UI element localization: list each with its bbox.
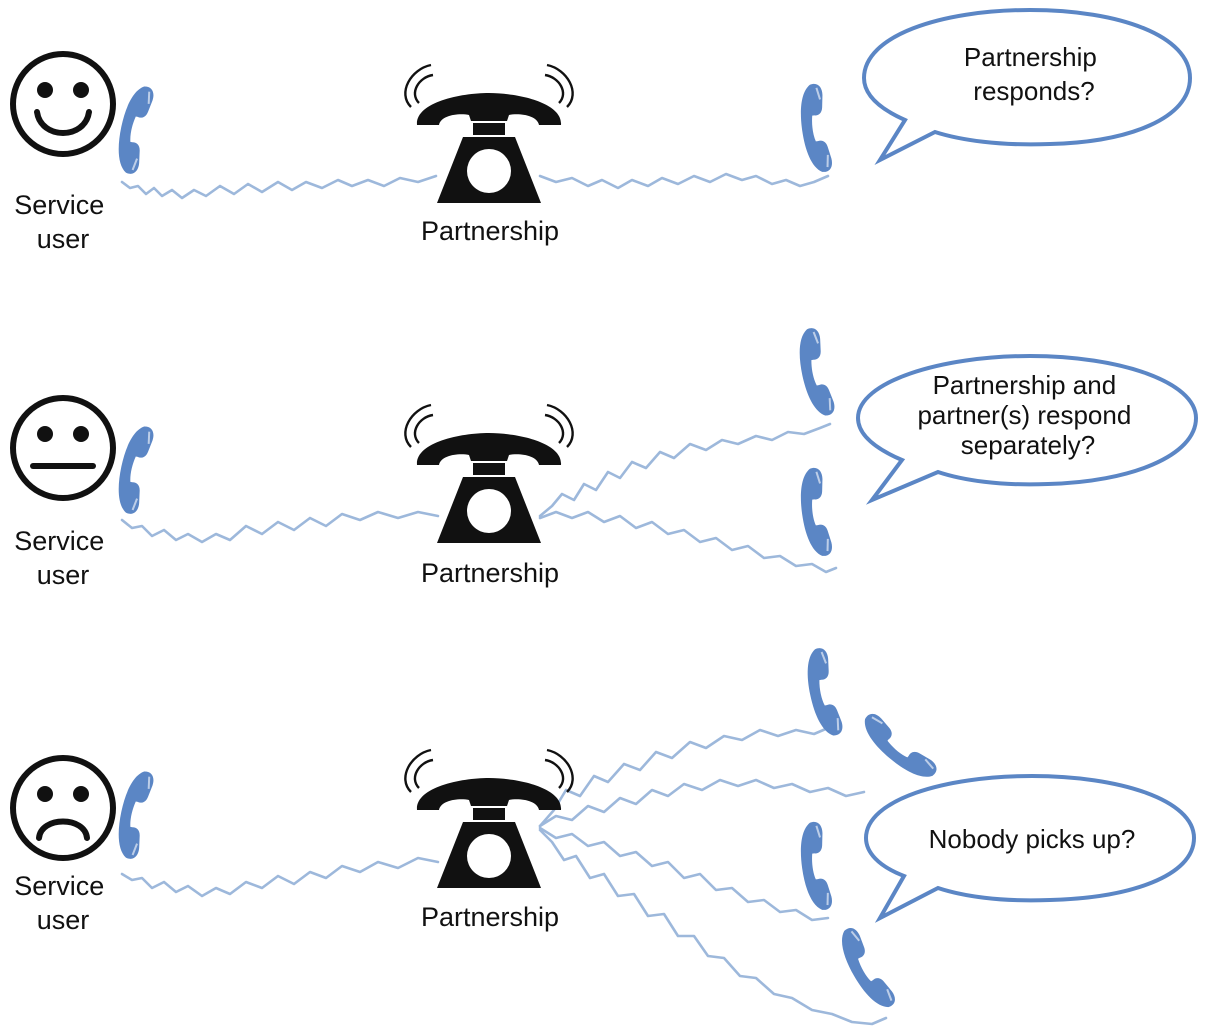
phone-label: Partnership (421, 216, 559, 246)
svg-text:Partnership and partne: Partnership and partner(s) respond separ… (917, 370, 1138, 460)
phone-handset-icon (830, 923, 900, 1016)
phone-handset-icon (111, 767, 157, 862)
cords-1 (120, 172, 830, 200)
scenario-1: Service user Partnership Partnership res… (10, 7, 1193, 254)
ringing-telephone-icon (404, 403, 574, 545)
cord-partnership-to-handset-2 (538, 510, 838, 574)
neutral-face-icon (10, 395, 116, 501)
cord-user-to-partnership (120, 174, 438, 200)
phone-handset-icon (794, 81, 835, 176)
cords-2 (120, 422, 838, 574)
cord-partnership-to-handset-4 (538, 828, 888, 1026)
speech-bubble: Nobody picks up? (863, 773, 1197, 923)
cord-partnership-to-handset (538, 172, 830, 190)
phone-handset-icon (111, 82, 157, 177)
cord-partnership-to-handset-1 (538, 422, 832, 518)
phone-handset-icon (794, 819, 835, 914)
cord-user-to-partnership (120, 510, 440, 544)
svg-text:Nobody picks up?: Nobody picks up? (929, 824, 1136, 854)
svg-text:Partnership responds?: Partnership responds? (964, 42, 1104, 106)
sad-face-icon (10, 755, 116, 861)
phone-handset-icon (794, 465, 835, 560)
phone-handset-icon (800, 645, 846, 740)
phone-handset-icon (111, 422, 157, 517)
scenario-2: Service user Partnership Partnership and… (10, 325, 1199, 590)
cord-partnership-to-handset-2 (538, 778, 866, 828)
person-label: Service user (14, 526, 112, 590)
person-label: Service user (14, 190, 112, 254)
ringing-telephone-icon (404, 63, 574, 205)
phone-label: Partnership (421, 558, 559, 588)
speech-bubble: Partnership and partner(s) respond separ… (855, 353, 1199, 505)
speech-bubble: Partnership responds? (861, 7, 1193, 166)
phone-handset-icon (854, 709, 941, 788)
cord-partnership-to-handset-3 (538, 826, 830, 922)
cord-partnership-to-handset-1 (538, 726, 830, 828)
phone-label: Partnership (421, 902, 559, 932)
cord-user-to-partnership (120, 856, 440, 898)
phone-handset-icon (792, 325, 838, 420)
smiley-face-icon (10, 51, 116, 157)
person-label: Service user (14, 871, 112, 935)
scenario-3: Service user Partnership Nobody picks up… (10, 645, 1197, 1026)
cords-3 (120, 726, 888, 1026)
